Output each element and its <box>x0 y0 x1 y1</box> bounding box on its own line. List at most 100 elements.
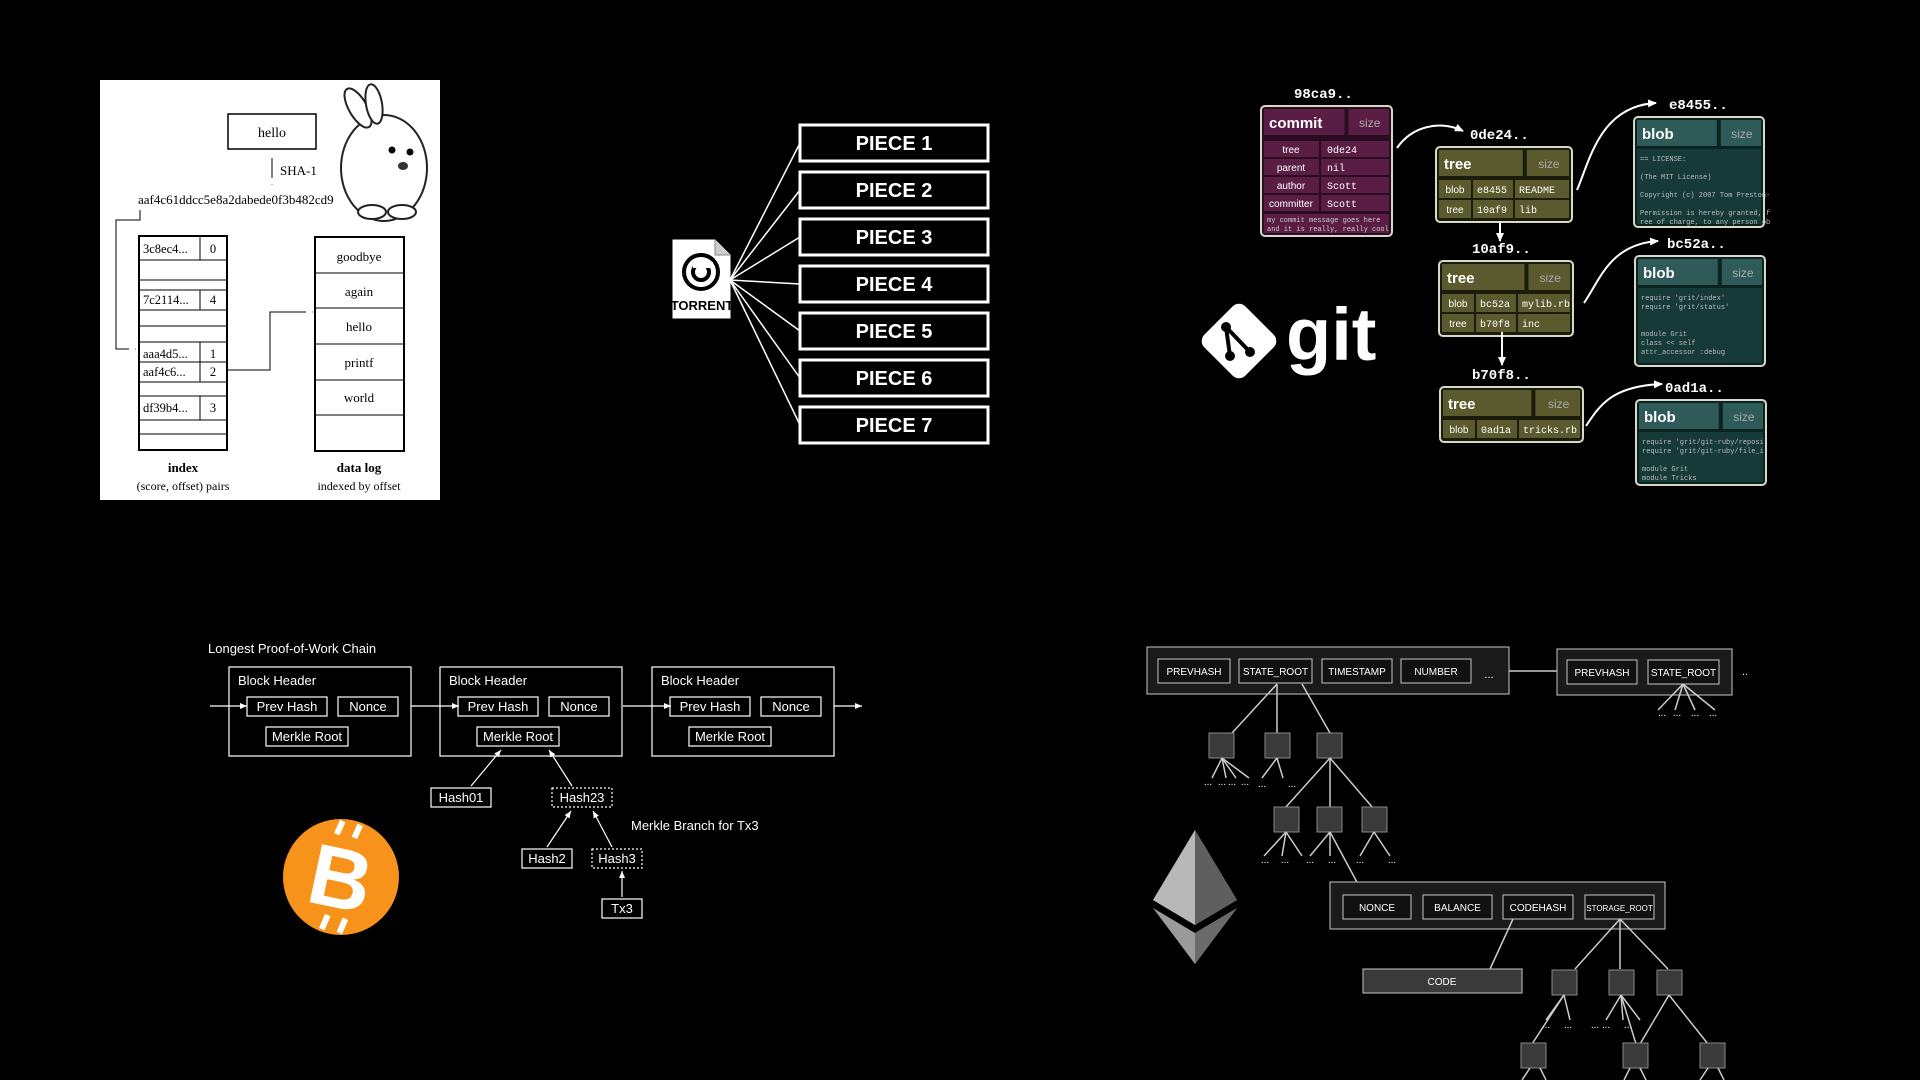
commit-message-cell <box>1264 214 1389 233</box>
input-word: hello <box>258 126 286 141</box>
blob-content-cell <box>1639 432 1763 482</box>
commit-field: tree <box>1282 145 1300 156</box>
ellipsis-text: ... <box>1261 855 1269 866</box>
trie-edge <box>1639 1067 1647 1080</box>
index-offset: 1 <box>210 347 216 361</box>
merkle-root-label: Merkle Root <box>483 729 553 744</box>
git-object-size-cell <box>1721 259 1762 285</box>
git-object-type-cell <box>1637 120 1717 146</box>
trie-node <box>1208 732 1235 759</box>
merkle-root-box <box>476 726 560 747</box>
index-offset: 2 <box>210 365 216 379</box>
piece-box <box>798 123 990 163</box>
trie-node <box>1699 1042 1726 1069</box>
trie-edge <box>1620 994 1641 1021</box>
hash23: Hash23 <box>560 790 605 805</box>
log-entry: world <box>344 390 375 405</box>
piece-box <box>798 358 990 398</box>
tree-entry-name-cell <box>1515 180 1569 198</box>
commit-field-cell <box>1264 195 1319 211</box>
tree-entry-name: lib <box>1519 205 1537 217</box>
field-box <box>1422 894 1493 920</box>
prev-hash-label: Prev Hash <box>257 699 318 714</box>
tree-entry-name: mylib.rb <box>1522 299 1570 311</box>
git-object-size: size <box>1731 127 1753 141</box>
trie-node <box>1316 732 1343 759</box>
ellipsis-text: ... <box>1602 1020 1610 1031</box>
commit-value: nil <box>1327 163 1345 175</box>
trie-edge <box>1657 683 1684 711</box>
commit-message: and it is really, really cool <box>1267 226 1389 234</box>
trie-edge <box>1682 683 1696 711</box>
log-entry: printf <box>345 355 375 370</box>
ellipsis-text: ... <box>1281 855 1289 866</box>
ellipsis-text: ... <box>1673 708 1681 719</box>
git-object-type-cell <box>1439 150 1523 176</box>
tree-entry-type: blob <box>1450 425 1469 436</box>
tree-entry-hash: e8455 <box>1477 186 1507 197</box>
blob-content-line: ree of charge, to any person ob <box>1640 219 1770 227</box>
git-object-type: tree <box>1444 156 1472 173</box>
tree-entry-hash: 0ad1a <box>1481 425 1511 437</box>
ellipsis-text: ... <box>1542 1020 1550 1031</box>
block-header-title: Block Header <box>449 673 528 688</box>
trie-edge <box>1211 757 1223 779</box>
piece-label: PIECE 2 <box>856 180 933 202</box>
commit-value-cell <box>1321 159 1389 175</box>
field-label: STATE_ROOT <box>1651 668 1716 679</box>
trie-edge <box>1682 683 1716 711</box>
torrent-link-line <box>729 279 801 426</box>
tx3: Tx3 <box>611 901 633 916</box>
trie-node <box>1273 806 1300 833</box>
torrent-link-line <box>729 142 801 281</box>
git-object-hash: 98ca9.. <box>1294 87 1353 103</box>
git-object-size-cell <box>1722 403 1763 429</box>
git-object-type-cell <box>1443 390 1532 416</box>
field-label: TIMESTAMP <box>1328 667 1386 678</box>
tree-entry-type: blob <box>1449 299 1468 310</box>
hash-label: SHA-1 <box>280 163 317 178</box>
trie-edge <box>1373 831 1391 857</box>
blob-content-cell <box>1638 288 1762 363</box>
index-offset: 4 <box>210 293 217 307</box>
rabbit-mascot-icon <box>340 83 428 222</box>
hash3: Hash3 <box>598 851 636 866</box>
git-object-type: commit <box>1269 115 1322 132</box>
piece-box <box>798 311 990 351</box>
git-object-type: blob <box>1642 126 1674 143</box>
trie-edge <box>1329 831 1359 885</box>
blob-content-line: Permission is hereby granted, f <box>1640 210 1770 218</box>
branch-label: Merkle Branch for Tx3 <box>631 818 759 833</box>
field-label: STORAGE_ROOT <box>1586 904 1653 913</box>
index-key: 7c2114... <box>143 293 189 307</box>
trie-node <box>1551 969 1578 996</box>
git-object-hash: 0ad1a.. <box>1665 381 1724 397</box>
piece-label: PIECE 7 <box>856 415 933 437</box>
field-box <box>1238 658 1313 684</box>
nonce-box <box>760 696 822 717</box>
trie-edge <box>1623 1067 1631 1080</box>
field-box <box>1321 658 1393 684</box>
nonce-label: Nonce <box>349 699 387 714</box>
git-object-hash: 0de24.. <box>1470 128 1529 144</box>
merkle-root-box <box>265 726 349 747</box>
piece-label: PIECE 5 <box>856 321 933 343</box>
tree-entry-type: tree <box>1449 319 1467 330</box>
field-box <box>1342 894 1412 920</box>
blob-content-line: attr_accessor :debug <box>1641 349 1725 357</box>
field-box <box>1584 894 1655 920</box>
hash3-box <box>591 848 643 869</box>
trie-edge <box>1639 994 1670 1045</box>
tx3-box <box>601 898 643 919</box>
piece-box <box>798 264 990 304</box>
tree-entry-name-cell <box>1519 420 1580 438</box>
ellipsis-text: ... <box>1624 1020 1632 1031</box>
git-object-hash: b70f8.. <box>1472 368 1531 384</box>
trie-edge <box>1221 757 1227 779</box>
git-object-size-cell <box>1535 390 1580 416</box>
tree-entry-name: inc <box>1522 319 1540 331</box>
git-object-size-cell <box>1526 150 1569 176</box>
field-label: NONCE <box>1359 903 1395 914</box>
index-title: index <box>168 460 199 475</box>
ellipsis-text: ... <box>1218 777 1226 788</box>
